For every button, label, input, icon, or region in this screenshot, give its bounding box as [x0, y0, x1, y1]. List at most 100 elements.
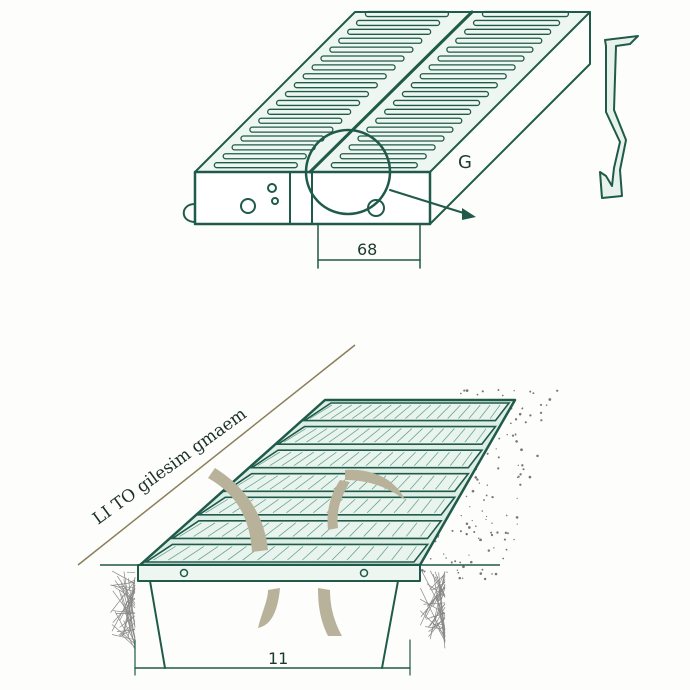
grate-slat: [419, 73, 507, 80]
slat-hatch: [328, 428, 349, 443]
soil-hatch: [438, 629, 446, 642]
slat-hatch: [306, 428, 328, 443]
slat-hatch: [362, 428, 381, 443]
slat-hatch: [396, 428, 413, 443]
soil-dot: [486, 452, 489, 455]
slat-hatch: [205, 498, 228, 514]
soil-dot: [515, 440, 518, 443]
slat-hatch: [316, 546, 332, 561]
top-grate-center-seam: [308, 10, 474, 174]
soil-hatch: [114, 611, 136, 650]
soil-dot: [494, 572, 498, 576]
soil-dot: [519, 473, 522, 476]
slat-hatch: [409, 475, 423, 490]
soil-dot: [528, 475, 532, 479]
slat-hatch: [377, 451, 394, 467]
bolt-hole: [240, 198, 256, 214]
grate-slat: [338, 37, 423, 44]
slat-hatch: [401, 451, 416, 466]
grate-slat: [302, 73, 387, 80]
detail-leader-arrow: [389, 189, 471, 216]
grate-slat: [347, 28, 432, 35]
slat-hatch: [425, 451, 439, 466]
soil-dot: [529, 390, 532, 393]
soil-dot: [483, 499, 485, 501]
soil-dot: [496, 531, 499, 534]
slat-hatch: [393, 499, 407, 514]
soil-dot: [468, 554, 470, 556]
soil-dot: [454, 560, 457, 563]
bolt-hole: [267, 183, 277, 193]
grate-slat: [410, 82, 498, 89]
grate-slat: [437, 55, 525, 62]
soil-dot: [495, 448, 497, 450]
slat-hatch: [380, 499, 394, 514]
slat-hatch: [153, 546, 176, 561]
grate-slat: [364, 10, 450, 18]
slat-hatch: [340, 428, 360, 443]
grate-slat: [472, 19, 561, 27]
slat-hatch: [422, 475, 435, 490]
slat-hatch: [197, 546, 219, 561]
soil-dot: [507, 532, 509, 535]
slat-hatch: [349, 522, 364, 537]
slat-hatch: [397, 475, 411, 490]
grate-slat: [284, 90, 370, 98]
soil-hatch: [419, 571, 446, 626]
grate-slat: [455, 37, 543, 44]
grate-slat: [169, 520, 443, 540]
soil-dot: [540, 419, 543, 422]
soil-dot: [529, 414, 532, 417]
slat-hatch: [293, 451, 314, 467]
soil-dot: [481, 568, 484, 571]
slat-hatch: [408, 428, 423, 443]
soil-dot: [485, 518, 487, 521]
top-grate-slats: [213, 10, 570, 169]
soil-dot: [475, 525, 477, 528]
slat-hatch: [489, 404, 501, 419]
drain-flow-curve: [318, 588, 342, 636]
soil-dot: [519, 483, 522, 486]
slat-hatch: [299, 498, 318, 514]
drain-flow-curve: [258, 588, 280, 628]
slat-hatch: [362, 404, 382, 419]
slat-hatch: [320, 404, 343, 419]
soil-hatch: [428, 618, 446, 632]
soil-hatch: [128, 577, 136, 638]
soil-dot: [503, 538, 506, 541]
soil-hatch: [421, 570, 446, 617]
soil-dot: [518, 412, 522, 416]
slat-hatch: [479, 404, 491, 419]
soil-dot: [521, 464, 524, 467]
grate-slat: [249, 126, 334, 133]
slat-hatch: [317, 428, 338, 443]
drain-flow-curve: [345, 469, 405, 500]
grate-slat: [428, 64, 516, 71]
soil-dot: [516, 523, 518, 525]
slat-hatch: [179, 522, 202, 537]
soil-dot: [505, 514, 508, 517]
grate-slat: [267, 108, 352, 115]
soil-dot: [520, 448, 523, 452]
slat-hatch: [468, 404, 481, 419]
slat-hatch: [436, 404, 451, 419]
slat-hatch: [341, 404, 362, 419]
soil-dot: [459, 561, 462, 564]
bolt: [359, 568, 369, 578]
soil-dot: [506, 433, 508, 436]
soil-hatch: [419, 598, 446, 614]
detail-circle: [304, 128, 392, 216]
soil-dot: [474, 476, 478, 479]
grate-slat: [401, 90, 490, 98]
soil-hatch: [429, 573, 446, 590]
grate-slat: [275, 99, 361, 107]
grate-slat: [330, 162, 418, 169]
side-profile-hook: [599, 35, 639, 199]
slat-hatch: [286, 498, 305, 514]
bolt: [179, 568, 189, 578]
soil-hatch: [111, 634, 136, 641]
slat-hatch: [335, 522, 350, 537]
bottom-grate-installed: LI TO gilesim gmaem 11: [77, 344, 559, 676]
